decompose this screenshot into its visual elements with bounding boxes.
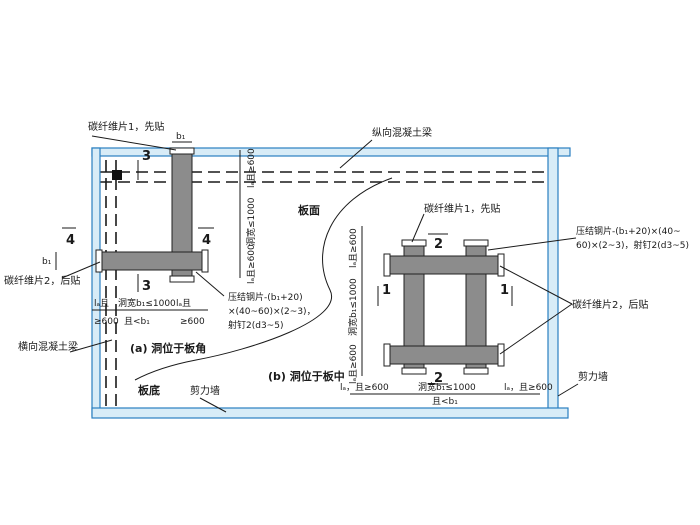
hole-width-label-a: 洞宽b₁≤1000 [118, 297, 176, 309]
steel-plate-label-a-1: 压结钢片-(b₁+20) [228, 291, 303, 303]
leader-cfrp1-b [411, 213, 425, 243]
la-600-vertical-b-bot: lₐ且≥600 [348, 344, 359, 384]
strip-cap-b-3 [401, 367, 427, 375]
leader-long-beam [339, 139, 373, 169]
section-4-right-label: 4 [202, 233, 211, 248]
strip-cap-b-2 [463, 239, 489, 247]
strip-cap-b-5 [383, 253, 391, 277]
bottom-wall-band [91, 407, 569, 419]
cfrp1-first-label-a: 碳纤维片1，先贴 [88, 120, 164, 133]
strip-cap-b-6 [497, 253, 505, 277]
strip-cap-b-1 [401, 239, 427, 247]
ge600-a1: ≥600 [94, 317, 119, 327]
slab-face-label: 板面 [298, 203, 320, 217]
leader-cfrp1-a [91, 135, 177, 151]
cfrp2-after-label-a: 碳纤维片2，后贴 [4, 274, 80, 287]
cfrp-strip-2-horizontal-a [99, 251, 205, 271]
strip-cap-left-a [95, 249, 103, 273]
cfrp1-first-label-b: 碳纤维片1，先贴 [424, 202, 500, 215]
leader-beam-left [69, 339, 113, 353]
section-2-top-label: 2 [434, 237, 443, 252]
section-1-left-label: 1 [382, 283, 391, 298]
leader-steel-a [195, 271, 225, 297]
leader-cfrp2-a [61, 261, 101, 279]
region-boundary-curve [134, 177, 393, 381]
leader-shear-wall-b [557, 383, 579, 397]
b1-left-label: b₁ [42, 257, 52, 267]
strip-cap-right-a [201, 249, 209, 273]
steel-plate-label-b-1: 压结钢片-(b₁+20)×(40~ [576, 225, 681, 237]
leader-cfrp2-b-1 [499, 265, 573, 305]
cfrp-strip-2-horizontal-b-bot [387, 345, 501, 365]
la-label-bottom-b2: lₐ，且≥600 [504, 382, 553, 393]
leader-shear-wall-a [199, 397, 227, 413]
shear-wall-label-a: 剪力墙 [190, 384, 220, 397]
la-label-bottom-a2: lₐ且 [176, 298, 191, 309]
slab-bottom-label: 板底 [138, 383, 160, 397]
strip-cap-bottom-a [169, 275, 195, 283]
corner-anchor-block [112, 170, 122, 180]
la-600-lower-vertical: lₐ且≥600 [246, 244, 257, 284]
strip-cap-top-a [169, 147, 195, 155]
hole-width-label-b: 洞宽b₁≤1000 [418, 381, 476, 393]
la-600-vertical-b-top: lₐ且≥600 [348, 228, 359, 268]
strip-cap-b-7 [383, 343, 391, 367]
leader-steel-b [487, 237, 577, 251]
la-label-bottom-a1: lₐ且 [94, 298, 109, 309]
left-wall-band [91, 147, 101, 417]
b1-top-label: b₁ [176, 132, 186, 142]
section-1-right-label: 1 [500, 283, 509, 298]
right-wall-band [547, 147, 559, 417]
lt-b1-label-a: 且<b₁ [124, 316, 150, 327]
hole-height-label-b: 洞宽b₁≤1000 [347, 278, 359, 336]
section-4-left-label: 4 [66, 233, 75, 248]
strip-cap-b-4 [463, 367, 489, 375]
top-wall-band [91, 147, 571, 157]
ge600-a2: ≥600 [180, 317, 205, 327]
hole-height-label-a: 洞宽≤1000 [245, 197, 257, 246]
steel-plate-label-a-2: ×(40~60)×(2~3)， [228, 307, 316, 317]
la-600-top-vertical: lₐ且≥600 [246, 148, 257, 188]
leader-cfrp2-b-2 [499, 303, 573, 355]
section-2-bot-label: 2 [434, 371, 443, 386]
transverse-beam-label: 横向混凝土梁 [18, 340, 78, 353]
la-label-bottom-b1: lₐ，且≥600 [340, 382, 389, 393]
shear-wall-label-b: 剪力墙 [578, 370, 608, 383]
section-3-bot-label: 3 [142, 279, 151, 294]
section-3-top-label: 3 [142, 149, 151, 164]
longitudinal-beam-label: 纵向混凝土梁 [372, 126, 432, 139]
lt-b1-label-b: 且<b₁ [432, 396, 458, 407]
cfrp2-after-label-b: 碳纤维片2，后贴 [572, 298, 648, 311]
caption-b: (b) 洞位于板中 [268, 369, 345, 383]
caption-a: (a) 洞位于板角 [130, 341, 206, 355]
cfrp-strip-2-horizontal-b-top [387, 255, 501, 275]
steel-plate-label-b-2: 60)×(2~3)，射钉2(d3~5) [576, 239, 689, 251]
strip-cap-b-8 [497, 343, 505, 367]
steel-plate-label-a-3: 射钉2(d3~5) [228, 319, 283, 331]
